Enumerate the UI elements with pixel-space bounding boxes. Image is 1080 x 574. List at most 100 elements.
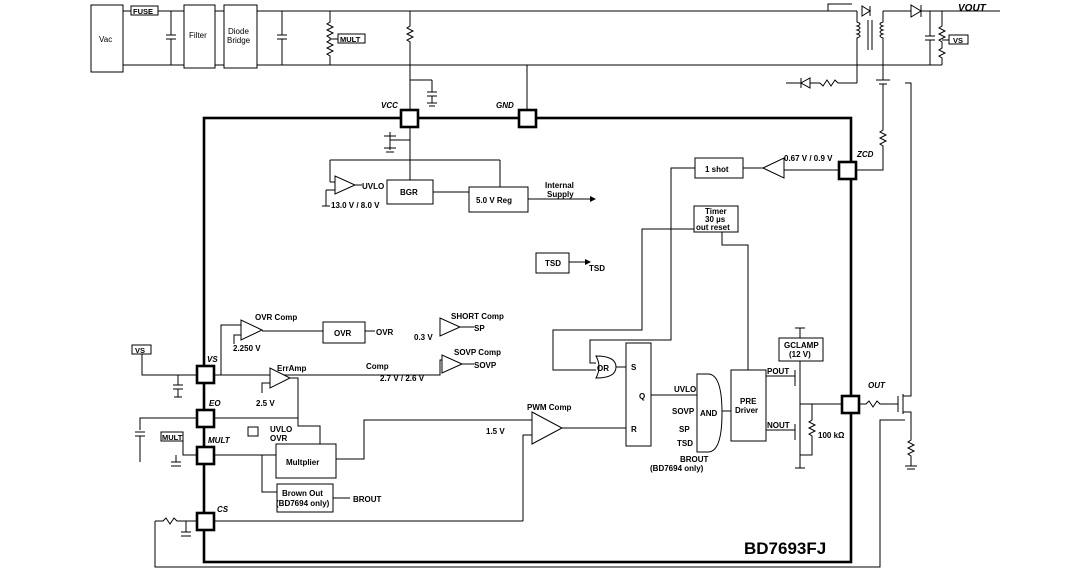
one-shot-label: 1 shot (705, 165, 729, 174)
ovr-block-label: OVR (334, 329, 352, 338)
bgr-label: BGR (400, 188, 418, 197)
mult-tag-label: MULT (340, 35, 361, 44)
ovr-comparator (240, 319, 264, 341)
tsd-out-label: TSD (589, 264, 605, 273)
out-label: OUT (868, 381, 886, 390)
brownout-label-2: (BD7694 only) (276, 499, 330, 508)
mult-tag (337, 33, 366, 44)
brownout-out-label: BROUT (353, 495, 382, 504)
pin-eo (195, 408, 216, 429)
pwm-comp-label: PWM Comp (527, 403, 572, 412)
and-sp-label: SP (679, 425, 690, 434)
pin-gnd-label: GND (496, 101, 514, 110)
error-amplifier (269, 367, 292, 389)
filter-block (183, 4, 216, 69)
pre-driver-label-1: PRE (740, 397, 757, 406)
diode-bridge-block (223, 4, 258, 69)
sovp-comp-label: SOVP Comp (454, 348, 501, 357)
pin-mult-label: MULT (208, 436, 231, 445)
ovr-block (322, 321, 366, 344)
timer-label-2: 30 µs (705, 215, 726, 224)
pwm-section: PWM Comp 1.5 V (154, 403, 905, 568)
pin-cs-label: CS (217, 505, 229, 514)
sr-latch (625, 342, 652, 447)
and-brout-label-1: BROUT (680, 455, 709, 464)
part-number: BD7693FJ (744, 539, 826, 558)
sovp-out-label: SOVP (474, 361, 497, 370)
vs-tag-left-label: VS (135, 346, 145, 355)
short-ref: 0.3 V (414, 333, 433, 342)
multiplier-block (275, 443, 337, 479)
vac-source (90, 4, 124, 73)
ovr-out-label: OVR (376, 328, 394, 337)
mult-tag-lower (160, 431, 184, 442)
internal-supply-label-2: Supply (547, 190, 574, 199)
bgr-block (386, 179, 434, 205)
pin-vs (195, 364, 216, 385)
vs-erramp: VS ErrAmp 2.5 V (131, 344, 442, 462)
ovr-comp-label: OVR Comp (255, 313, 297, 322)
diode-bridge-label-2: Bridge (227, 36, 251, 45)
vout-label: VOUT (958, 3, 987, 14)
pin-zcd (837, 160, 858, 181)
timer-label-1: Timer (705, 207, 727, 216)
timer-label-3: out reset (696, 223, 730, 232)
uvlo-label: UVLO (362, 182, 384, 191)
sovp-ref: 2.7 V / 2.6 V (380, 374, 425, 383)
sovp-comp-sub-label: Comp (366, 362, 389, 371)
regulator-label: 5.0 V Reg (476, 196, 512, 205)
zcd-path: 0.67 V / 0.9 V 1 shot Timer 30 µs out re… (552, 154, 839, 371)
timer-block (693, 205, 739, 233)
uvlo-ovr-label-1: UVLO (270, 425, 292, 434)
fuse (130, 5, 159, 16)
pwm-comparator (531, 411, 564, 445)
err-ref: 2.5 V (256, 399, 275, 408)
short-out-label: SP (474, 324, 485, 333)
gclamp-block (778, 337, 824, 362)
or-gate-label: OR (597, 364, 609, 373)
nout-label: NOUT (767, 421, 790, 430)
internal-supply-label-1: Internal (545, 181, 574, 190)
multiplier-label: Multplier (286, 458, 319, 467)
and-gate-label: AND (700, 409, 718, 418)
tsd-box-label: TSD (545, 259, 561, 268)
gclamp-label-2: (12 V) (789, 350, 811, 359)
internal-supply: UVLO 13.0 V / 8.0 V BGR 5.0 V Reg Intern… (322, 127, 596, 213)
pre-driver-block (730, 369, 767, 442)
sr-q-label: Q (639, 392, 645, 401)
sr-s-label: S (631, 363, 637, 372)
mult-tag-lower-label: MULT (162, 433, 183, 442)
uvlo-threshold: 13.0 V / 8.0 V (331, 201, 380, 210)
pout-label: POUT (767, 367, 789, 376)
short-comparator (439, 317, 462, 337)
tsd: TSD TSD (535, 252, 605, 274)
and-tsd-label: TSD (677, 439, 693, 448)
pre-driver-label-2: Driver (735, 406, 758, 415)
pin-vcc (399, 108, 420, 129)
tsd-block (535, 252, 570, 274)
or-gate (595, 355, 617, 379)
vs-tag-right (948, 34, 969, 45)
diode-bridge-label-1: Diode (228, 27, 249, 36)
and-uvlo-label: UVLO (674, 385, 696, 394)
uvlo-ovr-gate (247, 426, 259, 437)
uvlo-ovr-label-2: OVR (270, 434, 288, 443)
pin-vs-label: VS (207, 355, 218, 364)
multiplier-section: MULT UVLO OVR Multplier Brown Out (BD769… (160, 419, 532, 513)
uvlo-comparator (334, 175, 357, 195)
filter-label: Filter (189, 31, 207, 40)
fuse-label: FUSE (133, 7, 153, 16)
protection-comparators: OVR Comp 2.250 V OVR OVR SHORT Comp SP 0… (220, 312, 504, 383)
pin-zcd-label: ZCD (856, 150, 874, 159)
pwm-ref: 1.5 V (486, 427, 505, 436)
pin-out (840, 394, 861, 415)
vs-tag-right-label: VS (953, 36, 963, 45)
pin-mult (195, 445, 216, 466)
err-amp-label: ErrAmp (277, 364, 306, 373)
short-comp-label: SHORT Comp (451, 312, 504, 321)
driver-section: PRE Driver GCLAMP (12 V) POUT NOUT 100 k… (730, 327, 845, 469)
pin-cs (195, 511, 216, 532)
brownout-label-1: Brown Out (282, 489, 323, 498)
pin-gnd (517, 108, 538, 129)
